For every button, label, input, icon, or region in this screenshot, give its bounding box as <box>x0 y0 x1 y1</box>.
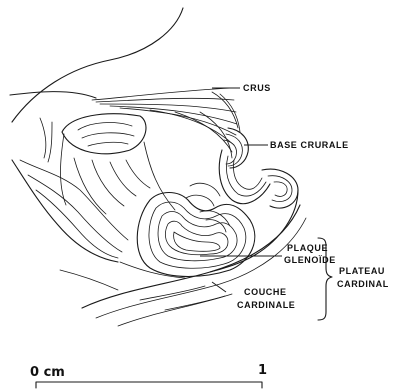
scale-start-label: 0 cm <box>30 365 65 380</box>
label-plateau-cardinal-2: CARDINAL <box>337 279 389 289</box>
hinge-knob <box>61 114 176 214</box>
label-plateau-cardinal-1: PLATEAU <box>339 266 385 276</box>
shell-outline-left <box>10 92 96 98</box>
crus-fibres <box>92 88 240 158</box>
scale-end-label: 1 <box>258 363 267 378</box>
label-plaque-glenoide-1: PLAQUE <box>287 243 328 253</box>
label-crus: CRUS <box>243 83 271 93</box>
left-folds <box>20 118 128 258</box>
label-couche-cardinale-1: COUCHE <box>244 287 287 297</box>
label-plaque-glenoide-2: GLENOÏDE <box>284 255 336 265</box>
leader-couche-cardinale <box>212 282 226 292</box>
label-couche-cardinale-2: CARDINALE <box>237 300 295 310</box>
label-base-crurale: BASE CRURALE <box>270 140 349 150</box>
scale-bar: 0 cm 1 <box>30 363 267 388</box>
